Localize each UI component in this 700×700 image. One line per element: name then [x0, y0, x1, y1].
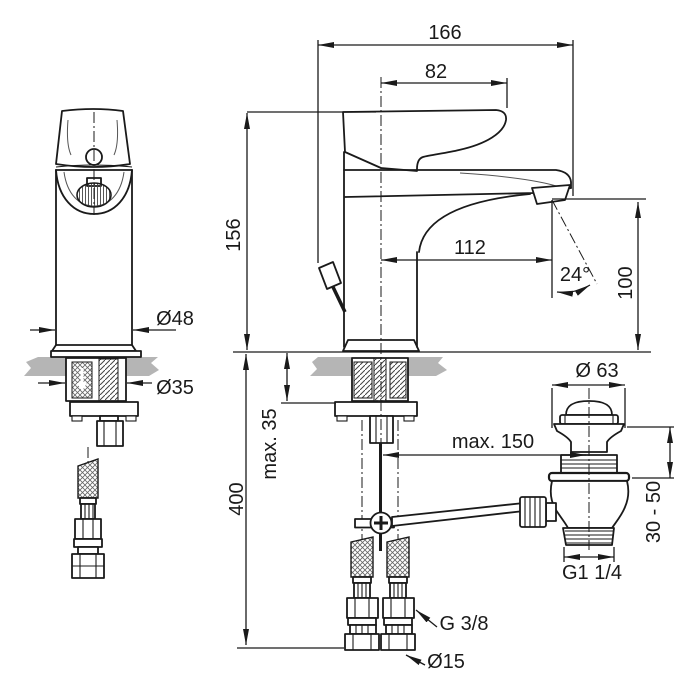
dim-waste-adjust-range: 30 - 50	[643, 481, 665, 543]
base-flange-front	[50, 350, 142, 358]
hose-connector	[344, 576, 380, 651]
rod-inlet-knob	[519, 496, 547, 528]
supply-hose-front	[77, 458, 99, 499]
dim-body-diameter: Ø48	[156, 308, 194, 330]
counter-slab	[126, 357, 159, 376]
counter-slab	[24, 357, 66, 376]
dim-body-height: 156	[223, 218, 245, 251]
dim-waste-thread: G1 1/4	[562, 562, 622, 584]
dim-hole-diameter: Ø35	[156, 377, 194, 399]
dim-overall-width: 166	[428, 22, 461, 44]
waste-body	[549, 480, 630, 529]
dim-pipe-diameter: Ø15	[427, 651, 465, 673]
spout-outlet	[531, 184, 571, 205]
counter-slab	[310, 357, 352, 376]
supply-hose	[350, 536, 374, 578]
popup-rod-knob	[318, 261, 342, 290]
dim-hose-length: 400	[226, 482, 248, 515]
base-flare-side	[342, 339, 420, 352]
dim-supply-thread: G 3/8	[440, 613, 489, 635]
dim-spout-angle: 24°	[560, 264, 590, 286]
mounting-nut-front	[96, 420, 124, 447]
waste-neck	[553, 423, 625, 453]
mounting-plate-side	[334, 401, 418, 417]
lever-handle	[342, 109, 507, 172]
mounting-plate-front	[69, 401, 139, 417]
dim-spout-reach: 112	[454, 237, 486, 259]
hose-connector	[380, 576, 416, 651]
counter-slab	[408, 357, 447, 376]
faucet-front-view	[50, 108, 142, 579]
supply-hose	[386, 536, 410, 578]
dim-rod-length: max. 150	[452, 431, 534, 453]
dimension-labels: 166 82 156 112 24° 100 Ø48 Ø35 max. 35 4…	[156, 22, 665, 673]
popup-waste-assembly	[519, 388, 631, 550]
dim-deck-thickness: max. 35	[259, 408, 281, 479]
faucet-side-view	[318, 77, 572, 651]
body-front-curve	[418, 193, 531, 253]
counter-surface	[24, 357, 447, 376]
dim-outlet-height: 100	[615, 266, 637, 299]
waste-actuating-rod	[391, 502, 525, 527]
dim-waste-cap-diameter: Ø 63	[575, 360, 618, 382]
dimension-lines	[30, 40, 674, 666]
dim-handle-reach: 82	[425, 61, 447, 83]
